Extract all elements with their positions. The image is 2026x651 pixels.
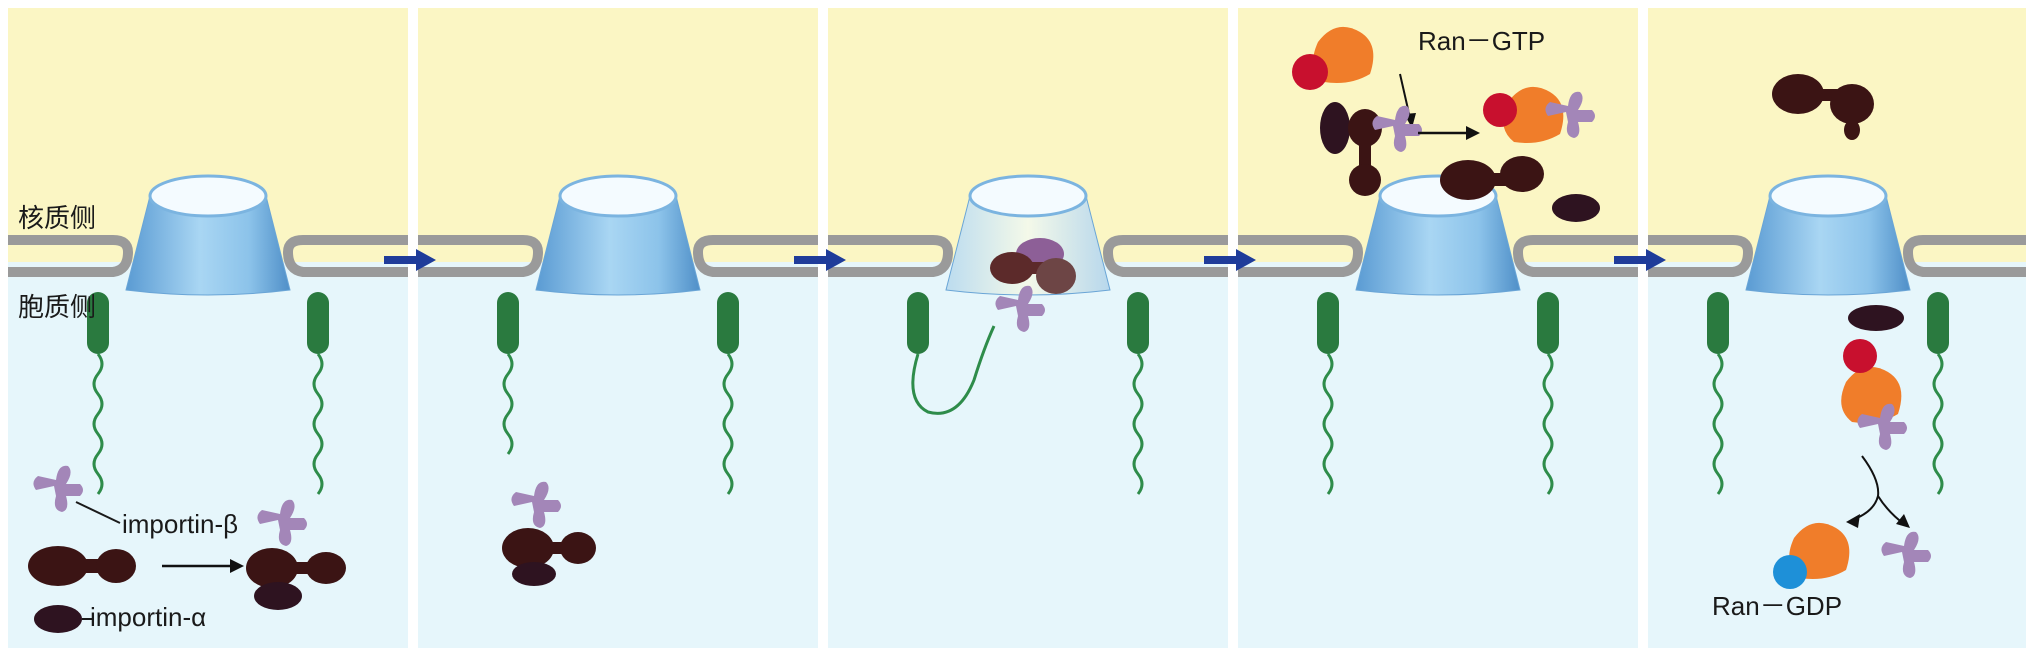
stage-panel-2 [418, 8, 818, 648]
ran-gtp-importin-beta [1483, 86, 1595, 143]
nuclear-pore-complex [1355, 174, 1521, 296]
cytoplasmic-filament [907, 292, 996, 415]
cytoplasmic-filament [1127, 292, 1149, 495]
ran-gtp-label: Ran－GTP [1418, 26, 1545, 56]
released-cargo [1440, 156, 1544, 200]
ran-gdp [1773, 522, 1850, 589]
stage-panel-4 [1238, 8, 1638, 648]
nuclear-pore-complex [1745, 174, 1911, 296]
cytoplasmic-filament [497, 292, 519, 455]
nuclear-envelope [1648, 235, 2026, 277]
cytoplasm-area [1238, 262, 1638, 648]
importin-alpha-label: importin-α [90, 602, 206, 632]
stage-arrow-2 [794, 249, 846, 271]
stage-arrow-1 [384, 249, 436, 271]
importin-beta-label: importin-β [122, 509, 238, 539]
importin-beta-legend: importin-β [33, 465, 238, 539]
dissociating-complex [1320, 102, 1422, 196]
ran-gtp-incoming [1292, 26, 1374, 90]
stage-panel-5 [1648, 8, 2026, 648]
binding-arrow [162, 559, 244, 573]
cytoplasmic-filament [1537, 292, 1559, 495]
nuclear-envelope [1238, 235, 1638, 277]
complex-in-pore [990, 238, 1076, 332]
cytoplasmic-filament [1707, 292, 1729, 495]
ran-gdp-label: Ran－GDP [1712, 591, 1842, 621]
cargo-protein [28, 546, 136, 586]
released-importin-alpha [1552, 194, 1600, 222]
ran-gtp-binding: Ran－GTP [1292, 26, 1600, 222]
nuclear-pore-complex [125, 174, 291, 296]
cytoplasmic-filament [1317, 292, 1339, 495]
nuclear-pore-complex [535, 174, 701, 296]
nuclear-envelope [8, 235, 408, 277]
cytoplasm-area [418, 262, 818, 648]
cytoplasmic-filament [1927, 292, 1949, 495]
cytoplasmic-filament [717, 292, 739, 495]
cargo-in-nucleus [1772, 74, 1874, 140]
stage-arrow-4 [1614, 249, 1666, 271]
stage-panel-1 [8, 8, 408, 648]
nuclear-envelope [418, 235, 818, 277]
importin-alpha-icon [34, 605, 82, 633]
importin-alpha-legend: importin-α [34, 602, 206, 633]
cytoplasm-side-label: 胞质侧 [18, 293, 96, 323]
nucleus-side-label: 核质侧 [18, 204, 96, 234]
cytoplasm-area [8, 262, 408, 648]
nuclear-envelope [828, 235, 1228, 277]
ran-gtp-importin-beta-exported [1841, 339, 1907, 450]
cytoplasmic-filament [307, 292, 329, 495]
cytoplasmic-filament [87, 292, 109, 495]
importin-alpha-exported [1848, 305, 1904, 331]
stage-arrow-3 [1204, 249, 1256, 271]
